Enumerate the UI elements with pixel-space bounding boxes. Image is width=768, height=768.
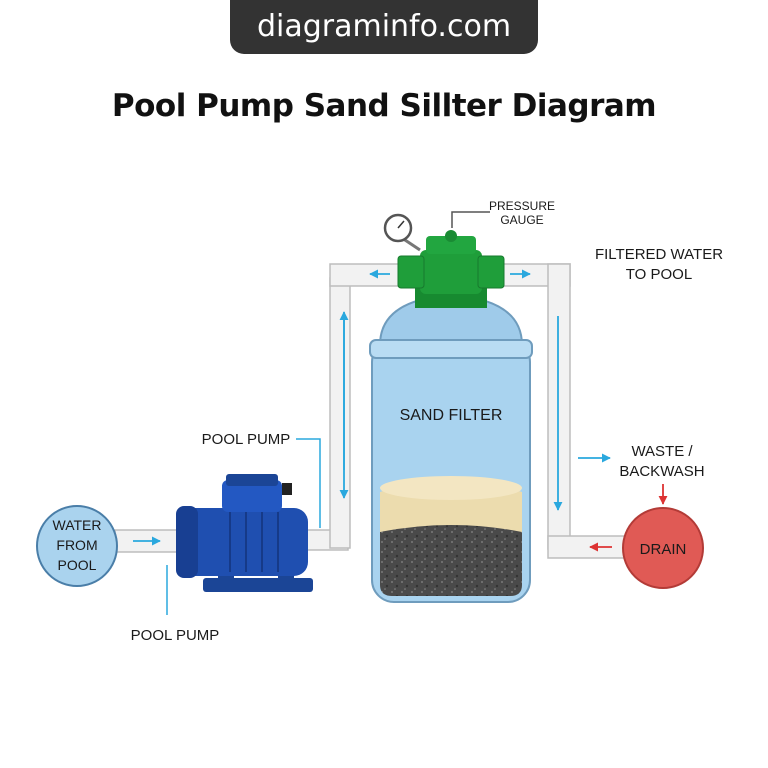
pump-top-leader <box>296 438 321 528</box>
pump-base <box>203 578 313 592</box>
pump-strainer-housing <box>222 480 282 512</box>
sand-filter-label: SAND FILTER <box>400 407 503 424</box>
pool-pump-label-top: POOL PUMP <box>202 431 291 448</box>
waste-backwash-label-line1: WASTE / <box>631 443 693 460</box>
pressure-gauge-icon <box>383 213 421 252</box>
pool-label-line2: FROM <box>56 537 97 553</box>
drain-label: DRAIN <box>640 541 687 558</box>
left-riser-pipe <box>329 277 351 549</box>
callout-lines <box>166 211 490 615</box>
filtered-water-label-line1: FILTERED WATER <box>595 246 723 263</box>
right-return-pipe <box>547 263 571 550</box>
pool-label-line1: WATER <box>53 517 102 533</box>
pool-pump-label-bottom: POOL PUMP <box>131 627 220 644</box>
pool-label-line3: POOL <box>58 557 97 573</box>
pump-lid <box>226 474 278 486</box>
waste-backwash-label-line2: BACKWASH <box>619 463 704 480</box>
drain-node: DRAIN <box>622 507 704 589</box>
pressure-gauge-label-line2: GAUGE <box>500 213 543 227</box>
pressure-gauge-label-line1: PRESSURE <box>489 199 555 213</box>
gauge-leader <box>451 211 490 228</box>
sand-filter-tank <box>369 293 533 603</box>
pool-pump <box>176 474 313 592</box>
diagram-labels: PRESSURE GAUGE FILTERED WATER TO POOL SA… <box>131 199 724 644</box>
water-from-pool-node: WATER FROM POOL <box>36 505 118 587</box>
pump-motor <box>180 508 308 576</box>
flow-arrows <box>133 269 668 552</box>
page-title: Pool Pump Sand Sillter Diagram <box>111 88 657 124</box>
sand-top <box>380 476 522 500</box>
multiport-valve[interactable] <box>397 230 505 308</box>
tank-collar <box>369 339 533 359</box>
filtered-water-label-line2: TO POOL <box>626 266 692 283</box>
site-banner: diagraminfo.com <box>230 0 538 54</box>
drain-pipe <box>547 535 629 559</box>
valve-inlet-pipe <box>329 263 406 287</box>
